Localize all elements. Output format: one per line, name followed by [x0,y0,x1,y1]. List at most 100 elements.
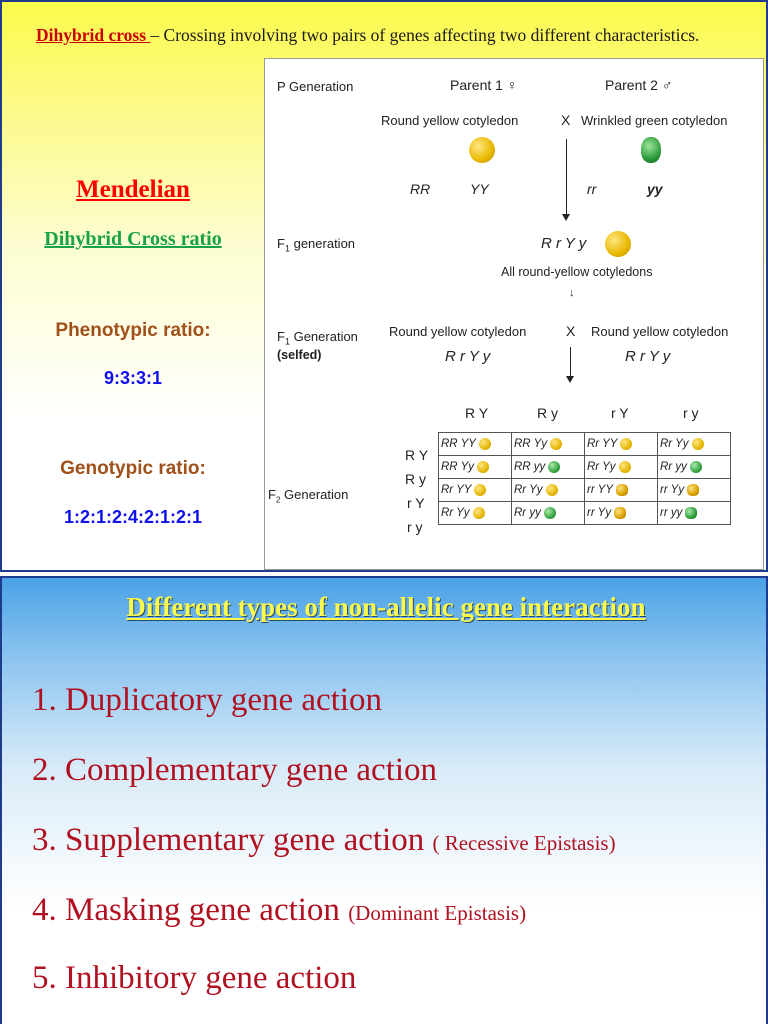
f1-right-genotype: R r Y y [625,348,671,365]
interaction-item-3: 3. Supplementary gene action ( Recessive… [32,822,616,859]
gamete-left-1: R Y [405,447,429,463]
interaction-item-1-text: 1. Duplicatory gene action [32,682,383,718]
gamete-top-4: r y [683,405,699,421]
parent1-rr: RR [410,181,431,197]
punnett-cell: RR yy [511,455,585,479]
seed-icon [543,506,556,519]
f1-cross-symbol: X [566,323,576,339]
seed-icon [545,483,558,496]
seed-icon [689,460,702,473]
punnett-cell: Rr yy [657,455,731,479]
genotypic-ratio-title: Genotypic ratio: [60,458,206,479]
parent1-label: Parent 1 ♀ [450,77,518,93]
phenotypic-ratio-title: Phenotypic ratio: [55,320,211,341]
genotypic-ratio-value: 1:2:1:2:4:2:1:2:1 [63,507,203,527]
cross-symbol: X [561,112,571,128]
punnett-genotype: Rr Yy [660,438,689,451]
gamete-left-2: R y [405,471,426,487]
punnett-genotype: Rr YY [441,484,472,497]
f1-selfed-text: Generation [293,329,358,344]
interaction-item-5: 5. Inhibitory gene action [32,960,356,997]
punnett-cell: RR Yy [438,455,512,479]
punnett-cell: rr yy [657,501,731,525]
interaction-item-2: 2. Complementary gene action [32,752,437,789]
f2-down-arrow-icon [566,347,574,383]
parent2-rr: rr [587,181,597,197]
mendelian-heading: Mendelian [76,176,190,203]
punnett-genotype: Rr Yy [514,484,543,497]
interaction-item-3-text: 3. Supplementary gene action [32,822,425,858]
seed-icon [478,437,491,450]
f1-left-phenotype: Round yellow cotyledon [389,324,527,339]
parent2-phenotype: Wrinkled green cotyledon [581,113,728,128]
parent1-yy: YY [470,181,489,197]
gamete-left-3: r Y [407,495,425,511]
selfed-label: (selfed) [277,348,322,362]
f1-left-genotype: R r Y y [445,348,491,365]
gamete-top-3: r Y [611,405,629,421]
punnett-row: Rr Yy Rr yy rr Yy rr yy [438,501,731,525]
seed-icon [687,483,700,496]
seed-icon [616,483,628,496]
parent1-phenotype: Round yellow cotyledon [381,113,519,128]
punnett-cell: Rr YY [438,478,512,502]
gamete-top-1: R Y [465,405,489,421]
f1-generation-label: F1 generation [277,236,356,254]
dihybrid-ratio-heading: Dihybrid Cross ratio [44,228,222,250]
gene-interaction-title: Different types of non-allelic gene inte… [126,592,646,622]
seed-icon [614,506,627,519]
interaction-item-4-text: 4. Masking gene action [32,892,340,928]
punnett-genotype: rr YY [587,484,613,497]
f1-right-phenotype: Round yellow cotyledon [591,324,729,339]
punnett-genotype: Rr Yy [441,507,470,520]
gamete-top-2: R y [537,405,558,421]
punnett-cell: RR Yy [511,432,585,456]
interaction-item-5-text: 5. Inhibitory gene action [32,960,357,996]
interaction-item-1: 1. Duplicatory gene action [32,682,382,719]
phenotypic-ratio-value: 9:3:3:1 [103,368,163,388]
punnett-cell: rr YY [584,478,658,502]
punnett-cell: Rr Yy [438,501,512,525]
p-generation-label: P Generation [277,79,354,94]
punnett-cell: Rr Yy [657,432,731,456]
intro-term: Dihybrid cross [36,25,151,45]
down-arrow-icon [562,139,570,221]
dihybrid-slide: Dihybrid cross – Crossing involving two … [0,0,768,572]
wrinkled-green-seed-icon [641,137,661,163]
f1-seed-icon [605,231,631,257]
punnett-cell: Rr Yy [584,455,658,479]
punnett-cell: Rr Yy [511,478,585,502]
punnett-genotype: Rr YY [587,438,618,451]
punnett-cell: RR YY [438,432,512,456]
parent2-label: Parent 2 ♂ [605,77,673,93]
round-yellow-seed-icon [469,137,495,163]
seed-icon [618,460,631,473]
seed-icon [550,437,563,450]
gamete-left-4: r y [407,519,423,535]
intro-text: Dihybrid cross – Crossing involving two … [36,22,756,49]
f2-generation-label: F2 Generation [268,487,349,505]
punnett-cell: rr Yy [584,501,658,525]
punnett-cell: Rr YY [584,432,658,456]
small-down-arrow-icon: ↓ [569,287,575,299]
f1-genotype: R r Y y [541,235,587,252]
dihybrid-cross-figure: P Generation Parent 1 ♀ Parent 2 ♂ Round… [264,58,764,570]
f1-note: All round-yellow cotyledons [501,265,653,279]
gene-interaction-slide: Different types of non-allelic gene inte… [0,576,768,1024]
punnett-genotype: rr Yy [587,507,612,520]
f1-selfed-label: F1 Generation [277,329,358,347]
punnett-genotype: RR Yy [441,461,475,474]
punnett-genotype: Rr Yy [587,461,616,474]
intro-definition: – Crossing involving two pairs of genes … [150,25,700,45]
seed-icon [474,483,487,496]
punnett-genotype: Rr yy [660,461,687,474]
f2-generation-text: Generation [284,487,349,502]
interaction-item-2-text: 2. Complementary gene action [32,752,438,788]
punnett-genotype: Rr yy [514,507,541,520]
f1-generation-text: generation [293,236,356,251]
seed-icon [548,460,561,473]
